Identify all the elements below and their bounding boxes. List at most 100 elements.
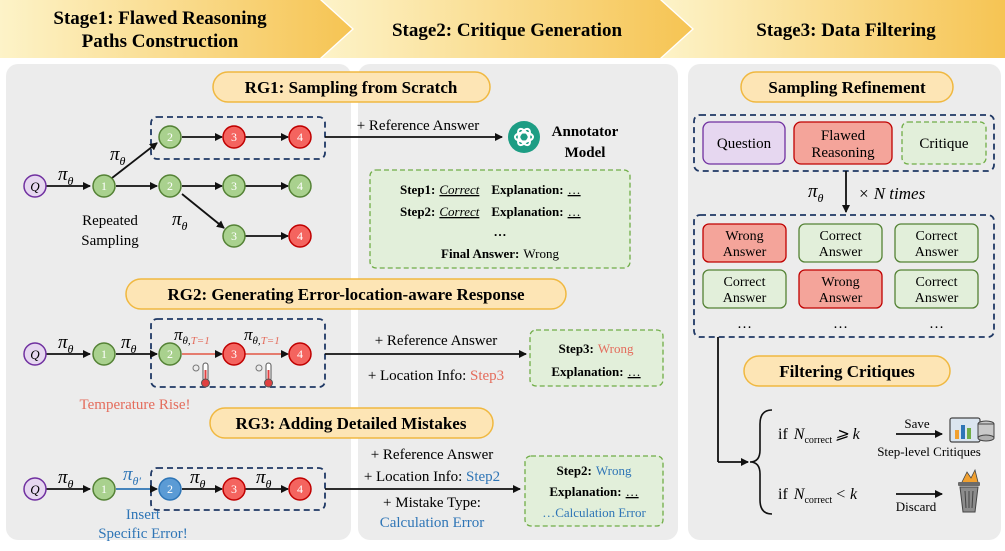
rg3-title-pill (209, 407, 494, 439)
rg1-top-node-2-label: 2 (167, 130, 173, 144)
rg1-dots: … (494, 224, 507, 239)
header: Stage1: Flawed Reasoning Paths Construct… (0, 0, 1005, 58)
rg1-mid-node-4-label: 4 (297, 179, 303, 193)
filtering-critiques-pill (743, 355, 951, 387)
rg1-top-node-4-label: 4 (297, 130, 303, 144)
wrong-answer-box (798, 269, 883, 309)
answer-label: Answer (819, 291, 863, 306)
answer-label: Wrong (821, 275, 859, 290)
answer-label: Wrong (725, 229, 763, 244)
rg3-section: RG3: Adding Detailed Mistakes Q 1 2 3 4 … (23, 407, 664, 542)
thermometer-icon (255, 362, 273, 388)
rg2-location-label: + Location Info: Step3 (368, 368, 504, 384)
rg3-policy-b: πθ (190, 467, 206, 491)
rg1-low-node-3 (222, 224, 246, 248)
rg1-top-node-4 (288, 125, 312, 149)
times-label: × N times (858, 184, 926, 203)
stage3-section: Sampling Refinement Question Flawed Reas… (693, 71, 995, 515)
rg3-step-line: Step2:Wrong (557, 463, 632, 478)
rg1-low-node-4 (288, 224, 312, 248)
rg2-policy-b: πθ (121, 332, 137, 356)
trash-icon (958, 468, 980, 513)
rg3-node-2-label: 2 (167, 482, 173, 496)
rg3-node-3 (222, 477, 246, 501)
rg2-node-2 (158, 342, 182, 366)
rg1-mid-node-2-label: 2 (167, 179, 173, 193)
rg1-policy-a: πθ (58, 164, 74, 188)
rg1-top-node-3 (222, 125, 246, 149)
rg1-title: RG1: Sampling from Scratch (245, 78, 458, 97)
rg2-node-4-label: 4 (297, 347, 303, 361)
rg1-final-answer: Final Answer:Wrong (441, 246, 559, 261)
rg3-node-1 (92, 477, 116, 501)
stage2-chevron (322, 0, 692, 58)
answer-label: Correct (724, 275, 766, 290)
rg2-title-pill (125, 278, 567, 310)
answer-label: Answer (915, 291, 959, 306)
rg1-mid-node-3 (222, 174, 246, 198)
rg3-node-1-label: 1 (101, 482, 107, 496)
rg1-critique-box (369, 169, 631, 269)
filtering-critiques-title: Filtering Critiques (779, 362, 915, 381)
answers-box (693, 214, 995, 338)
rg2-node-2-label: 2 (167, 347, 173, 361)
thermometer-icon (192, 362, 210, 388)
rg1-question-label: Q (30, 179, 40, 194)
rg3-location-label: + Location Info: Step2 (364, 469, 500, 485)
rg3-node-2 (158, 477, 182, 501)
correct-answer-box (894, 269, 979, 309)
rg1-low-node-4-label: 4 (297, 229, 303, 243)
save-label: Save (904, 416, 930, 431)
stage1-chevron (0, 0, 352, 58)
rg3-reference-label: + Reference Answer (371, 447, 494, 463)
rg2-policy-temp-b: πθ,T=1 (244, 325, 280, 347)
rg1-selected-path-box (150, 116, 326, 160)
rg2-title: RG2: Generating Error-location-aware Res… (167, 285, 525, 304)
sampling-refinement-title: Sampling Refinement (768, 78, 926, 97)
rg2-node-1 (92, 342, 116, 366)
step-level-critiques-label: Step-level Critiques (877, 444, 981, 459)
rg3-node-4-label: 4 (297, 482, 303, 496)
stage1-title-line2: Paths Construction (82, 31, 239, 52)
flawed-reasoning-box (793, 121, 893, 165)
rg1-edge-mid-2-low (181, 193, 225, 229)
rg1-mid-node-3-label: 3 (231, 179, 237, 193)
rg3-policy-a: πθ (58, 467, 74, 491)
question-box-label: Question (717, 136, 772, 152)
rg1-node-1-label: 1 (101, 179, 107, 193)
rg3-policy-prime: πθ′ (123, 464, 141, 488)
critique-box-label: Critique (919, 136, 969, 152)
correct-answer-box (894, 223, 979, 263)
flawed-reasoning-line2: Reasoning (811, 145, 875, 161)
rg3-mistake-label: + Mistake Type: (383, 495, 481, 511)
stage3-title: Stage3: Data Filtering (756, 20, 936, 41)
rg3-question-label: Q (30, 482, 40, 497)
rg3-insert-line1: Insert (126, 507, 161, 523)
rg3-question-node (23, 477, 47, 501)
rg2-reference-label: + Reference Answer (375, 333, 498, 349)
rg2-node-4 (288, 342, 312, 366)
rg1-section: RG1: Sampling from Scratch Q 1 2 3 4 2 3… (23, 71, 631, 269)
rg1-mid-node-2 (158, 174, 182, 198)
rg3-node-3-label: 3 (231, 482, 237, 496)
rg1-top-node-2 (158, 125, 182, 149)
discard-label: Discard (896, 499, 937, 514)
sampling-refinement-pill (740, 71, 954, 103)
rg2-policy-a: πθ (58, 332, 74, 356)
rg1-top-node-3-label: 3 (231, 130, 237, 144)
answer-label: Correct (916, 229, 958, 244)
answer-more-dots: … (833, 316, 848, 332)
answer-label: Answer (723, 291, 767, 306)
rg1-edge-1-top (111, 142, 158, 179)
rg3-insert-line2: Specific Error! (98, 526, 188, 542)
rg3-mistake-value: Calculation Error (380, 515, 485, 531)
answer-label: Correct (820, 229, 862, 244)
rg3-critique-box (524, 455, 664, 527)
answer-label: Answer (915, 245, 959, 260)
